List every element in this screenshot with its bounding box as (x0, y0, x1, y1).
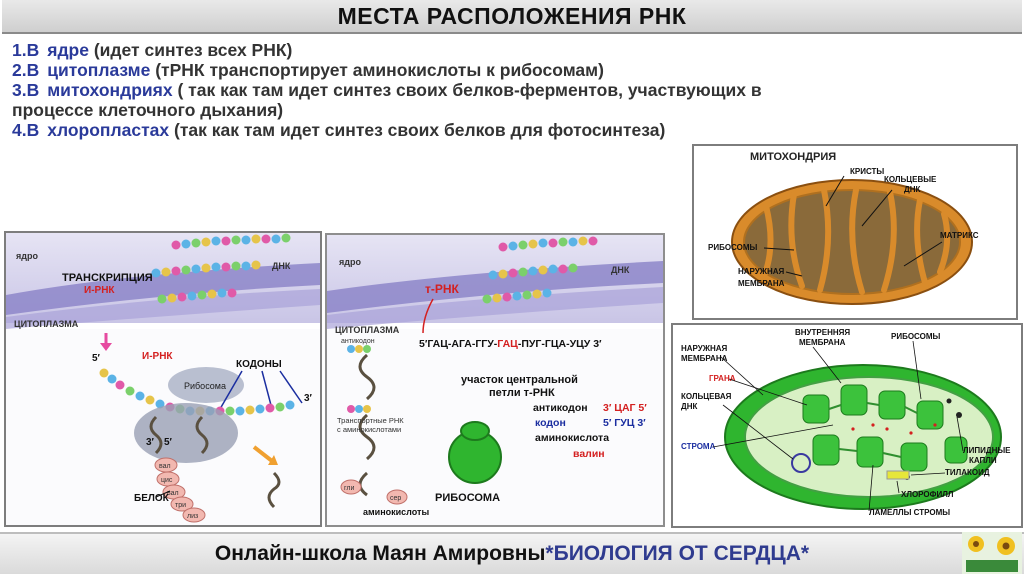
mrna-label: И-РНК (142, 351, 173, 362)
mrna-red-label: И-РНК (84, 285, 115, 296)
codon-value: 5′ ГУЦ 3′ (603, 417, 646, 429)
matrix-label: МАТРИКС (940, 231, 979, 240)
protein-label: БЕЛОК (134, 493, 170, 504)
trna-panel: ядро ДНК т-РНК ЦИТОПЛАЗМА антикодон 5′ГА… (325, 233, 665, 527)
location-item: 2.В цитоплазме (тРНК транспортирует амино… (12, 60, 1012, 80)
location-place: ядре (47, 40, 89, 60)
ring-dna-label: ДНК (681, 402, 697, 411)
dna-label: ДНК (611, 265, 630, 275)
lipid-label: ЛИПИДНЫЕ (963, 446, 1011, 455)
anticodon-small-label: антикодон (341, 338, 375, 345)
inner-membrane-label: МЕМБРАНА (799, 338, 846, 347)
footer-school: Онлайн-школа Маян Амировны (215, 542, 546, 565)
location-desc: (так как там идет синтез своих белков дл… (169, 120, 665, 140)
grana-label: ГРАНА (709, 374, 736, 383)
amino-acid-label: сер (390, 495, 401, 502)
location-number: 4.В (12, 120, 39, 140)
mrna-five-prime: 5′ (92, 353, 101, 364)
ring-dna-label: ДНК (904, 185, 920, 194)
mitochondrion-title: МИТОХОНДРИЯ (750, 151, 836, 163)
dna-label: ДНК (272, 261, 291, 271)
flowers-image (962, 532, 1022, 574)
outer-membrane-label: МЕМБРАНА (681, 354, 728, 363)
transport-rna-label: Транспортные РНК (337, 416, 404, 425)
nucleus-label: ядро (16, 251, 38, 261)
ribosome-label: Рибосома (184, 381, 226, 391)
trna-sequence: 5′ГАЦ-АГА-ГГУ-ГАЦ-ПУГ-ГЦА-УЦУ 3′ (419, 338, 602, 350)
page-title: МЕСТА РАСПОЛОЖЕНИЯ РНК (338, 3, 687, 30)
mrna-three-prime: 3′ (304, 393, 313, 404)
chloroplast-panel: НАРУЖНАЯ МЕМБРАНА ВНУТРЕННЯЯ МЕМБРАНА РИ… (671, 323, 1023, 528)
cytoplasm-label: ЦИТОПЛАЗМА (335, 325, 400, 335)
ribosomes-label: РИБОСОМЫ (891, 332, 941, 341)
trna-red-label: т-РНК (425, 282, 460, 296)
location-place: цитоплазме (47, 60, 150, 80)
ribosome-label: РИБОСОМА (435, 492, 500, 504)
loop-label: участок центральной (461, 374, 578, 386)
cristae-label: КРИСТЫ (850, 167, 884, 176)
lipid-label: КАПЛИ (969, 456, 997, 465)
trna-three-prime: 3′ (146, 437, 155, 448)
location-item-continued: процессе клеточного дыхания) (12, 100, 1012, 120)
anticodon-value: 3′ ЦАГ 5′ (603, 402, 647, 414)
location-number: 1.В (12, 40, 39, 60)
loop-label: петли т-РНК (489, 387, 555, 399)
anticodon-label: антикодон (533, 402, 588, 414)
trna-diagram: ядро ДНК т-РНК ЦИТОПЛАЗМА антикодон 5′ГА… (327, 235, 663, 525)
chloroplast-diagram: НАРУЖНАЯ МЕМБРАНА ВНУТРЕННЯЯ МЕМБРАНА РИ… (673, 325, 1021, 526)
location-desc: ( так как там идет синтез своих белков-ф… (173, 80, 762, 100)
transport-rna-label: с аминокислотами (337, 425, 401, 434)
stroma-label: СТРОМА (681, 442, 716, 451)
locations-list: 1.В ядре (идет синтез всех РНК) 2.В цитопл… (12, 40, 1012, 140)
location-desc: (идет синтез всех РНК) (89, 40, 292, 60)
transcription-panel: ядро ДНК ТРАНСКРИПЦИЯ И-РНК ЦИТОПЛАЗМА 5… (4, 231, 322, 527)
ribosomes-label: РИБОСОМЫ (708, 243, 758, 252)
ring-dna-label: КОЛЬЦЕВАЯ (681, 392, 732, 401)
location-item: 3.В митохондриях ( так как там идет синте… (12, 80, 1012, 100)
codons-label: КОДОНЫ (236, 359, 282, 370)
thylakoid-shape (887, 471, 909, 479)
amino-acid-label: три (175, 502, 186, 509)
location-desc: (тРНК транспортирует аминокислоты к рибо… (150, 60, 604, 80)
amino-acid-label: гли (344, 485, 354, 492)
amino-value: валин (573, 448, 605, 460)
aminoacids-label: аминокислоты (363, 507, 429, 517)
footer-brand: *БИОЛОГИЯ ОТ СЕРДЦА* (545, 542, 809, 565)
outer-membrane-label: МЕМБРАНА (738, 279, 785, 288)
ribosome-large-subunit (134, 403, 238, 463)
flowers-icon (962, 532, 1022, 574)
thylakoid-label: ТИЛАКОИД (945, 468, 990, 477)
trna-five-prime: 5′ (164, 437, 173, 448)
title-bar: МЕСТА РАСПОЛОЖЕНИЯ РНК (2, 0, 1022, 34)
amino-acid-label: цис (161, 477, 173, 484)
codon-label: кодон (535, 417, 566, 429)
location-desc: процессе клеточного дыхания) (12, 100, 283, 120)
amino-acid-label: вал (159, 463, 171, 470)
transcription-label: ТРАНСКРИПЦИЯ (62, 272, 153, 284)
footer-bar: Онлайн-школа Маян Амировны*БИОЛОГИЯ ОТ С… (0, 532, 1024, 574)
mitochondrion-panel: МИТОХОНДРИЯ КРИСТЫ КОЛЬЦЕВЫЕ ДНК РИБОСОМ… (692, 144, 1018, 320)
ribosome-small (461, 422, 489, 440)
outer-membrane-label: НАРУЖНАЯ (681, 344, 728, 353)
chlorophyll-label: ХЛОРОФИЛЛ (901, 490, 954, 499)
location-item: 1.В ядре (идет синтез всех РНК) (12, 40, 1012, 60)
mitochondrion-diagram: МИТОХОНДРИЯ КРИСТЫ КОЛЬЦЕВЫЕ ДНК РИБОСОМ… (694, 146, 1016, 318)
amino-acid-label: лиз (187, 513, 198, 520)
location-place: хлоропластах (47, 120, 169, 140)
nucleus-label: ядро (339, 257, 361, 267)
inner-membrane-label: ВНУТРЕННЯЯ (795, 328, 850, 337)
cytoplasm-label: ЦИТОПЛАЗМА (14, 319, 79, 329)
transcription-diagram: ядро ДНК ТРАНСКРИПЦИЯ И-РНК ЦИТОПЛАЗМА 5… (6, 233, 320, 525)
location-item: 4.В хлоропластах (так как там идет синтез… (12, 120, 1012, 140)
ring-dna-label: КОЛЬЦЕВЫЕ (884, 175, 937, 184)
location-number: 3.В (12, 80, 39, 100)
location-number: 2.В (12, 60, 39, 80)
footer-text: Онлайн-школа Маян Амировны*БИОЛОГИЯ ОТ С… (215, 542, 809, 566)
amino-label: аминокислота (535, 432, 609, 444)
lamellae-label: ЛАМЕЛЛЫ СТРОМЫ (869, 508, 950, 517)
location-place: митохондриях (47, 80, 172, 100)
outer-membrane-label: НАРУЖНАЯ (738, 267, 785, 276)
